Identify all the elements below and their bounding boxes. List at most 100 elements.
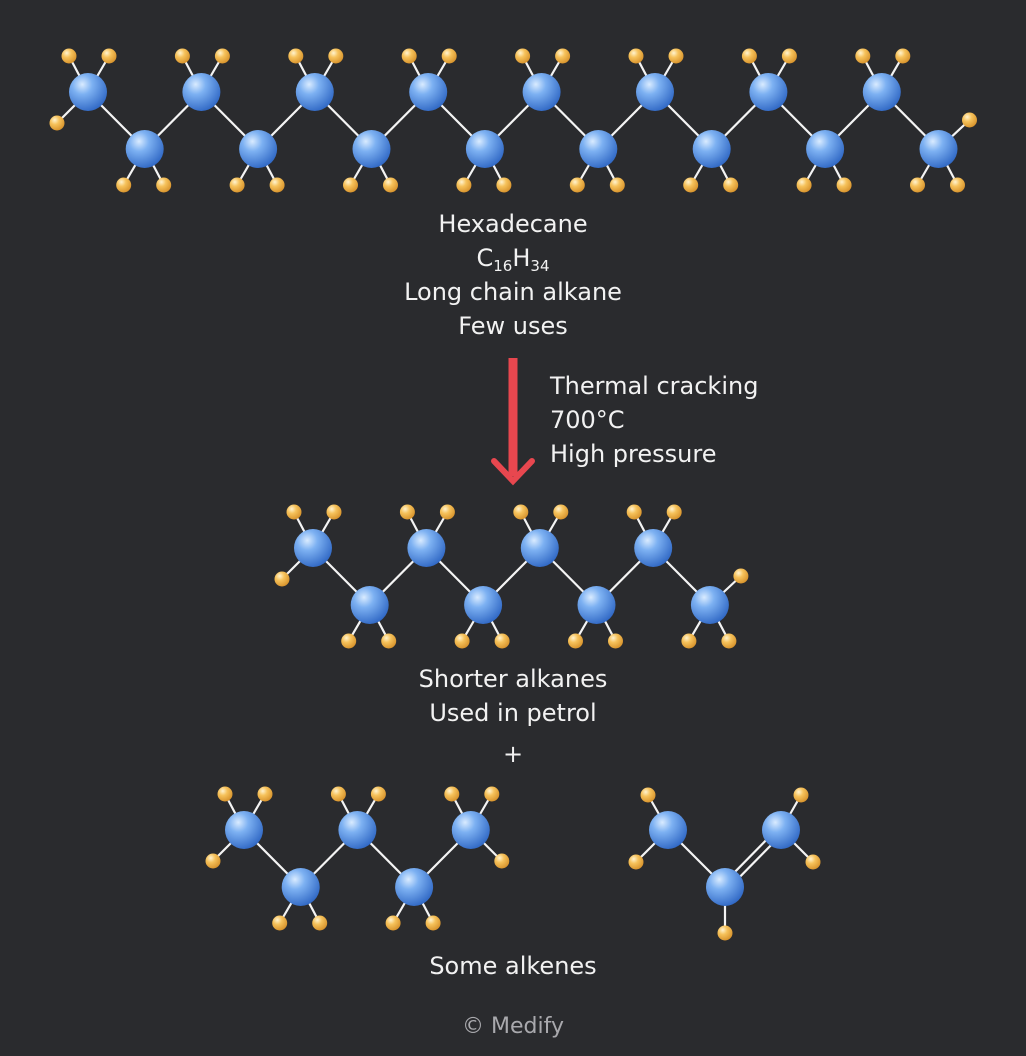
hexadecane-name: Hexadecane xyxy=(438,210,587,238)
hydrogen-atom xyxy=(61,48,77,64)
hydrogen-atom xyxy=(628,48,644,64)
carbon-atom xyxy=(125,130,164,168)
alkenes-label: Some alkenes xyxy=(429,952,596,980)
carbon-atom xyxy=(182,73,221,111)
carbon-atom xyxy=(634,529,673,567)
process-pressure: High pressure xyxy=(550,440,716,468)
hydrogen-atom xyxy=(805,854,821,870)
hydrogen-atom xyxy=(962,112,977,128)
hydrogen-atom xyxy=(456,177,472,193)
hydrogen-atom xyxy=(950,177,965,193)
hydrogen-atom xyxy=(496,177,512,193)
carbon-atom xyxy=(749,73,788,111)
alkene-molecule-propene xyxy=(628,787,821,941)
carbon-atom xyxy=(409,73,448,111)
hydrogen-atom xyxy=(733,568,749,584)
hydrogen-atom xyxy=(683,177,699,193)
hydrogen-atom xyxy=(626,504,642,520)
hexadecane-description: Long chain alkane xyxy=(404,278,622,306)
carbon-atom xyxy=(862,73,901,111)
hydrogen-atom xyxy=(399,504,415,520)
hydrogen-atom xyxy=(286,504,302,520)
hydrogen-atom xyxy=(608,633,623,649)
hydrogen-atom xyxy=(793,787,809,803)
hydrogen-atom xyxy=(288,48,304,64)
carbon-atom xyxy=(692,130,731,168)
carbon-atom xyxy=(690,586,729,624)
hydrogen-atom xyxy=(49,115,65,131)
hydrogen-atom xyxy=(116,177,132,193)
hydrogen-atom xyxy=(668,48,684,64)
carbon-atom xyxy=(636,73,674,111)
carbon-atom xyxy=(407,529,446,567)
carbon-atom xyxy=(225,811,263,849)
hydrogen-atom xyxy=(721,633,737,649)
hydrogen-atom xyxy=(568,633,583,649)
carbon-atom xyxy=(451,811,490,849)
hydrogen-atom xyxy=(836,177,852,193)
process-name: Thermal cracking xyxy=(549,372,758,400)
hydrogen-atom xyxy=(855,48,871,64)
hydrogen-atom xyxy=(494,633,510,649)
hydrogen-atom xyxy=(553,504,569,520)
hydrogen-atom xyxy=(341,633,357,649)
hydrogen-atom xyxy=(328,48,344,64)
hydrogen-atom xyxy=(681,633,697,649)
hydrogen-atom xyxy=(269,177,285,193)
alkene-molecule-chain xyxy=(205,786,510,931)
hydrogen-atom xyxy=(717,925,733,941)
hydrogen-atom xyxy=(628,854,644,870)
hydrogen-atom xyxy=(381,633,397,649)
carbon-atom xyxy=(919,130,958,168)
hydrogen-atom xyxy=(401,48,417,64)
carbon-atom xyxy=(577,586,616,624)
carbon-atom xyxy=(520,529,559,567)
hydrogen-atom xyxy=(494,853,510,869)
carbon-atom xyxy=(762,811,800,849)
shorter-alkanes-label: Shorter alkanes xyxy=(419,665,608,693)
hydrogen-atom xyxy=(640,787,656,803)
carbon-atom xyxy=(395,868,434,906)
hydrogen-atom xyxy=(326,504,342,520)
carbon-atom xyxy=(465,130,504,168)
credit-text: © Medify xyxy=(462,1014,564,1039)
hydrogen-atom xyxy=(666,504,682,520)
hydrogen-atom xyxy=(343,177,358,193)
hydrogen-atom xyxy=(385,915,401,931)
hydrogen-atom xyxy=(513,504,529,520)
hexadecane-formula: C16H34 xyxy=(477,244,550,275)
hydrogen-atom xyxy=(370,786,386,802)
hydrogen-atom xyxy=(383,177,398,193)
formula-hydrogen: H xyxy=(512,244,530,272)
reaction-arrow xyxy=(491,358,535,486)
carbon-atom xyxy=(239,130,278,168)
process-temperature: 700°C xyxy=(550,406,625,434)
carbon-atom xyxy=(295,73,334,111)
hydrogen-atom xyxy=(484,786,500,802)
carbon-atom xyxy=(464,586,503,624)
carbon-atom xyxy=(294,529,332,567)
hydrogen-atom xyxy=(425,915,441,931)
hydrogen-atom xyxy=(441,48,457,64)
hydrogen-atom xyxy=(101,48,117,64)
carbon-atom xyxy=(806,130,845,168)
hydrogen-atom xyxy=(330,786,346,802)
hydrogen-atom xyxy=(910,177,925,193)
hydrogen-atom xyxy=(272,915,288,931)
hexadecane-uses: Few uses xyxy=(458,312,568,340)
hydrogen-atom xyxy=(609,177,625,193)
hydrogen-atom xyxy=(796,177,812,193)
hydrogen-atom xyxy=(274,571,290,587)
hydrogen-atom xyxy=(156,177,172,193)
formula-carbon-subscript: 16 xyxy=(493,257,512,275)
hydrogen-atom xyxy=(555,48,571,64)
hydrogen-atom xyxy=(741,48,757,64)
hydrogen-atom xyxy=(439,504,455,520)
hydrogen-atom xyxy=(229,177,245,193)
shorter-alkane-molecule xyxy=(274,504,749,649)
hydrogen-atom xyxy=(205,853,221,869)
hexadecane-molecule xyxy=(49,48,977,193)
carbon-atom xyxy=(706,868,744,906)
carbon-atom xyxy=(350,586,389,624)
